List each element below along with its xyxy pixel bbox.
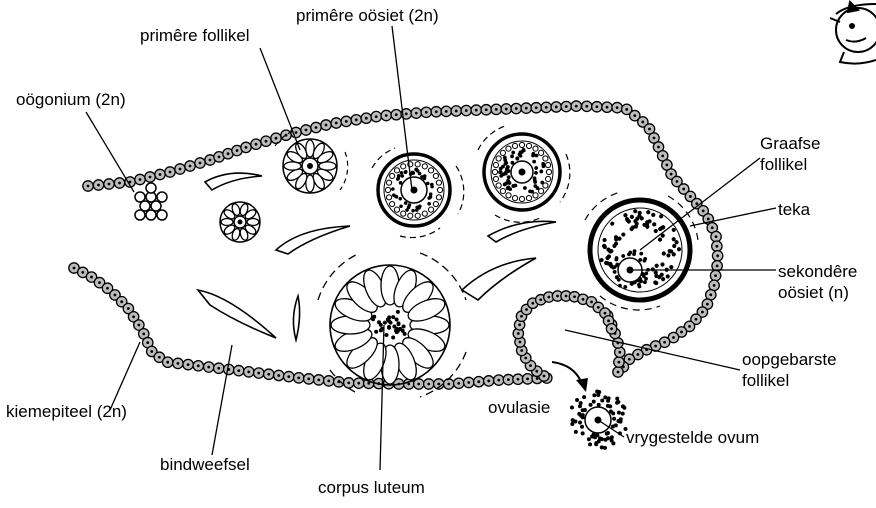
graafian-follicle (585, 192, 698, 310)
label-secondary-oocyte-line1: sekondêre (778, 262, 857, 282)
ovulation-arrow (552, 362, 588, 392)
corpus-luteum (318, 253, 466, 397)
cartoon-figure-icon (830, 2, 876, 64)
small-follicle (220, 202, 260, 242)
label-released-ovum: vrygestelde ovum (626, 428, 759, 448)
label-oogonium: oögonium (2n) (16, 90, 126, 110)
oogonium-cluster (135, 183, 167, 220)
label-primary-oocyte: primêre oösiet (2n) (296, 6, 439, 26)
label-primary-follicle: primêre follikel (140, 26, 250, 46)
germinal-epithelium-lower (69, 263, 552, 389)
label-connective-tissue: bindweefsel (160, 455, 250, 475)
label-theca: teka (778, 200, 810, 220)
label-graafian-line2: follikel (760, 155, 807, 175)
label-germinal-epithelium: kiemepiteel (2n) (6, 402, 127, 422)
label-ovulation: ovulasie (488, 398, 550, 418)
label-graafian-line1: Graafse (760, 134, 820, 154)
growing-follicle (478, 126, 570, 222)
label-corpus-luteum: corpus luteum (318, 478, 425, 498)
label-ruptured-follicle-line1: oopgebarste (742, 350, 837, 370)
released-ovum (570, 390, 627, 449)
leader-lines (86, 26, 776, 470)
label-secondary-oocyte-line2: oösiet (n) (778, 283, 849, 303)
primary-oocyte-follicle (372, 148, 464, 238)
label-ruptured-follicle-line2: follikel (742, 371, 789, 391)
ruptured-follicle-wall (513, 291, 617, 381)
connective-tissue-fibres (198, 173, 556, 340)
